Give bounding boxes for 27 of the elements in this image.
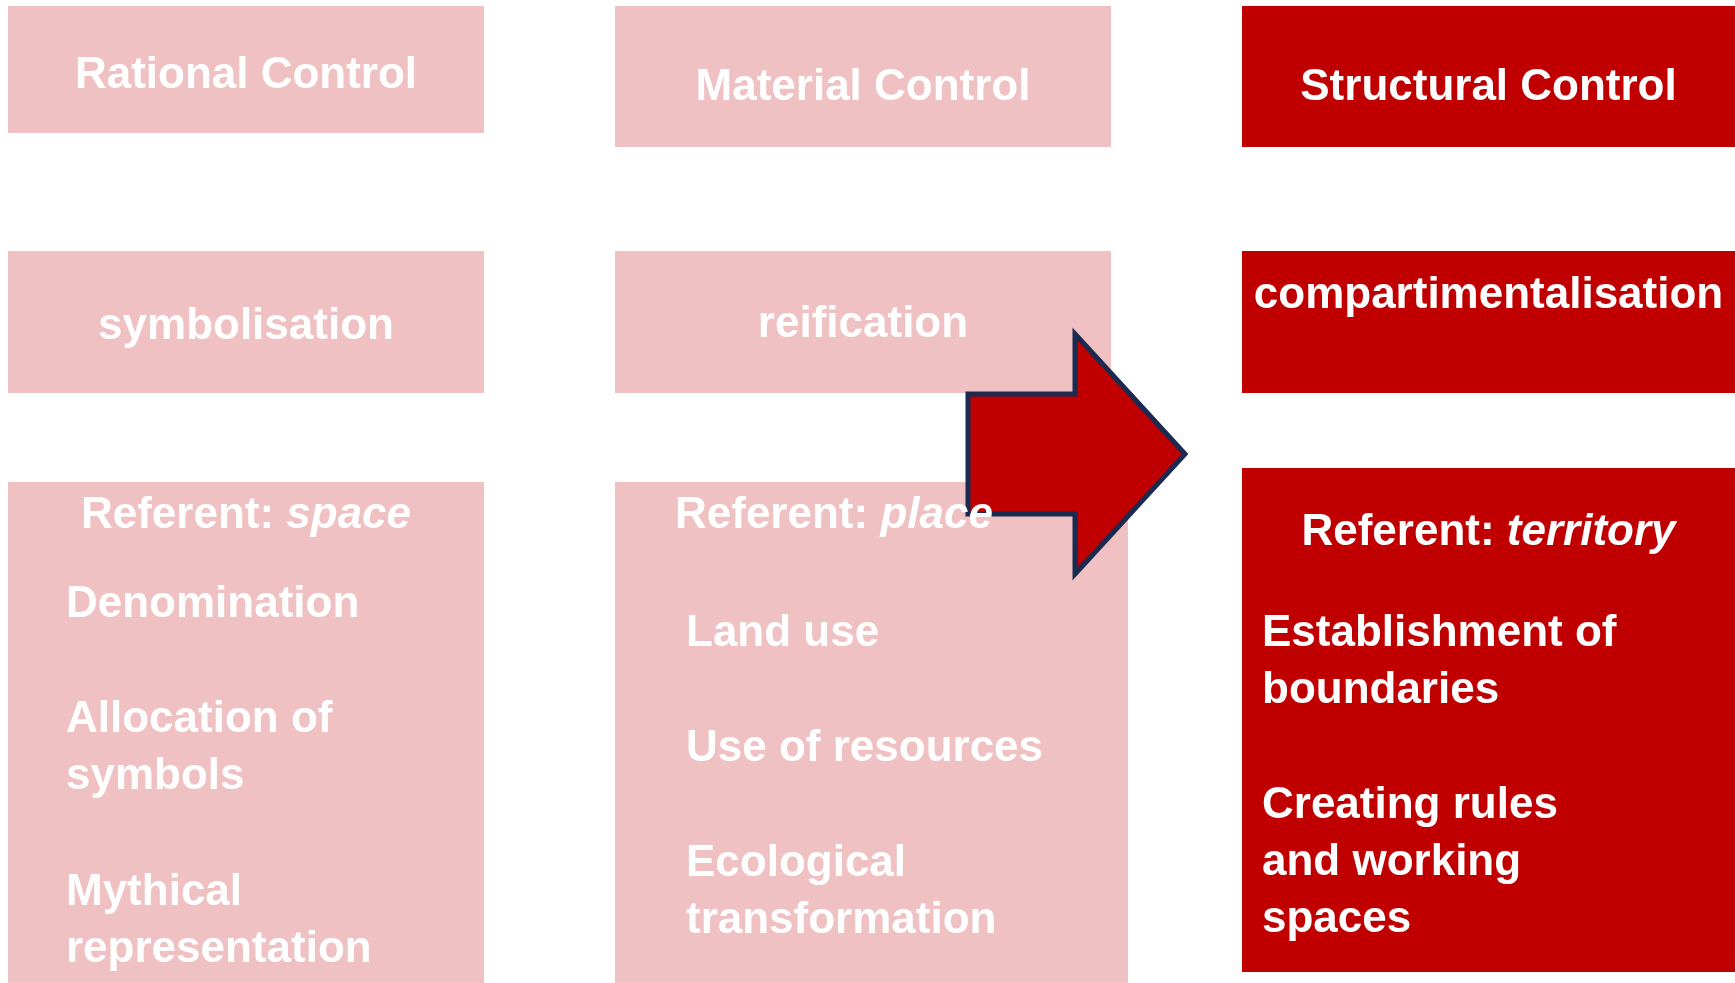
list-item: Use of resources bbox=[686, 720, 1045, 772]
label-box bbox=[615, 6, 1111, 147]
list-item: Denomination bbox=[66, 576, 361, 628]
list-item: Ecological transformation bbox=[686, 835, 998, 944]
list-item: Mythical representation bbox=[66, 864, 373, 973]
label-box bbox=[8, 251, 484, 393]
panel-heading: Referent: territory bbox=[1300, 504, 1678, 556]
list-item: Creating rules and working spaces bbox=[1262, 777, 1559, 943]
label-box bbox=[8, 6, 484, 133]
box-label: symbolisation bbox=[97, 298, 395, 350]
label-box bbox=[615, 251, 1111, 393]
panel-heading: Referent: space bbox=[79, 487, 413, 539]
list-item: Allocation of symbols bbox=[66, 691, 334, 800]
box-label: Material Control bbox=[694, 59, 1032, 111]
panel bbox=[1242, 468, 1735, 972]
label-box bbox=[1242, 6, 1735, 147]
panel-heading: Referent: place bbox=[675, 487, 994, 539]
box-label: compartimentalisation bbox=[1252, 267, 1725, 319]
list-item: Establishment of boundaries bbox=[1262, 605, 1618, 714]
box-label: reification bbox=[756, 296, 970, 348]
box-label: Structural Control bbox=[1299, 59, 1678, 111]
box-label: Rational Control bbox=[73, 47, 419, 99]
block-arrow bbox=[965, 327, 1189, 581]
panel bbox=[8, 482, 484, 983]
panel bbox=[615, 482, 1128, 983]
label-box bbox=[1242, 251, 1735, 393]
list-item: Land use bbox=[686, 605, 881, 657]
